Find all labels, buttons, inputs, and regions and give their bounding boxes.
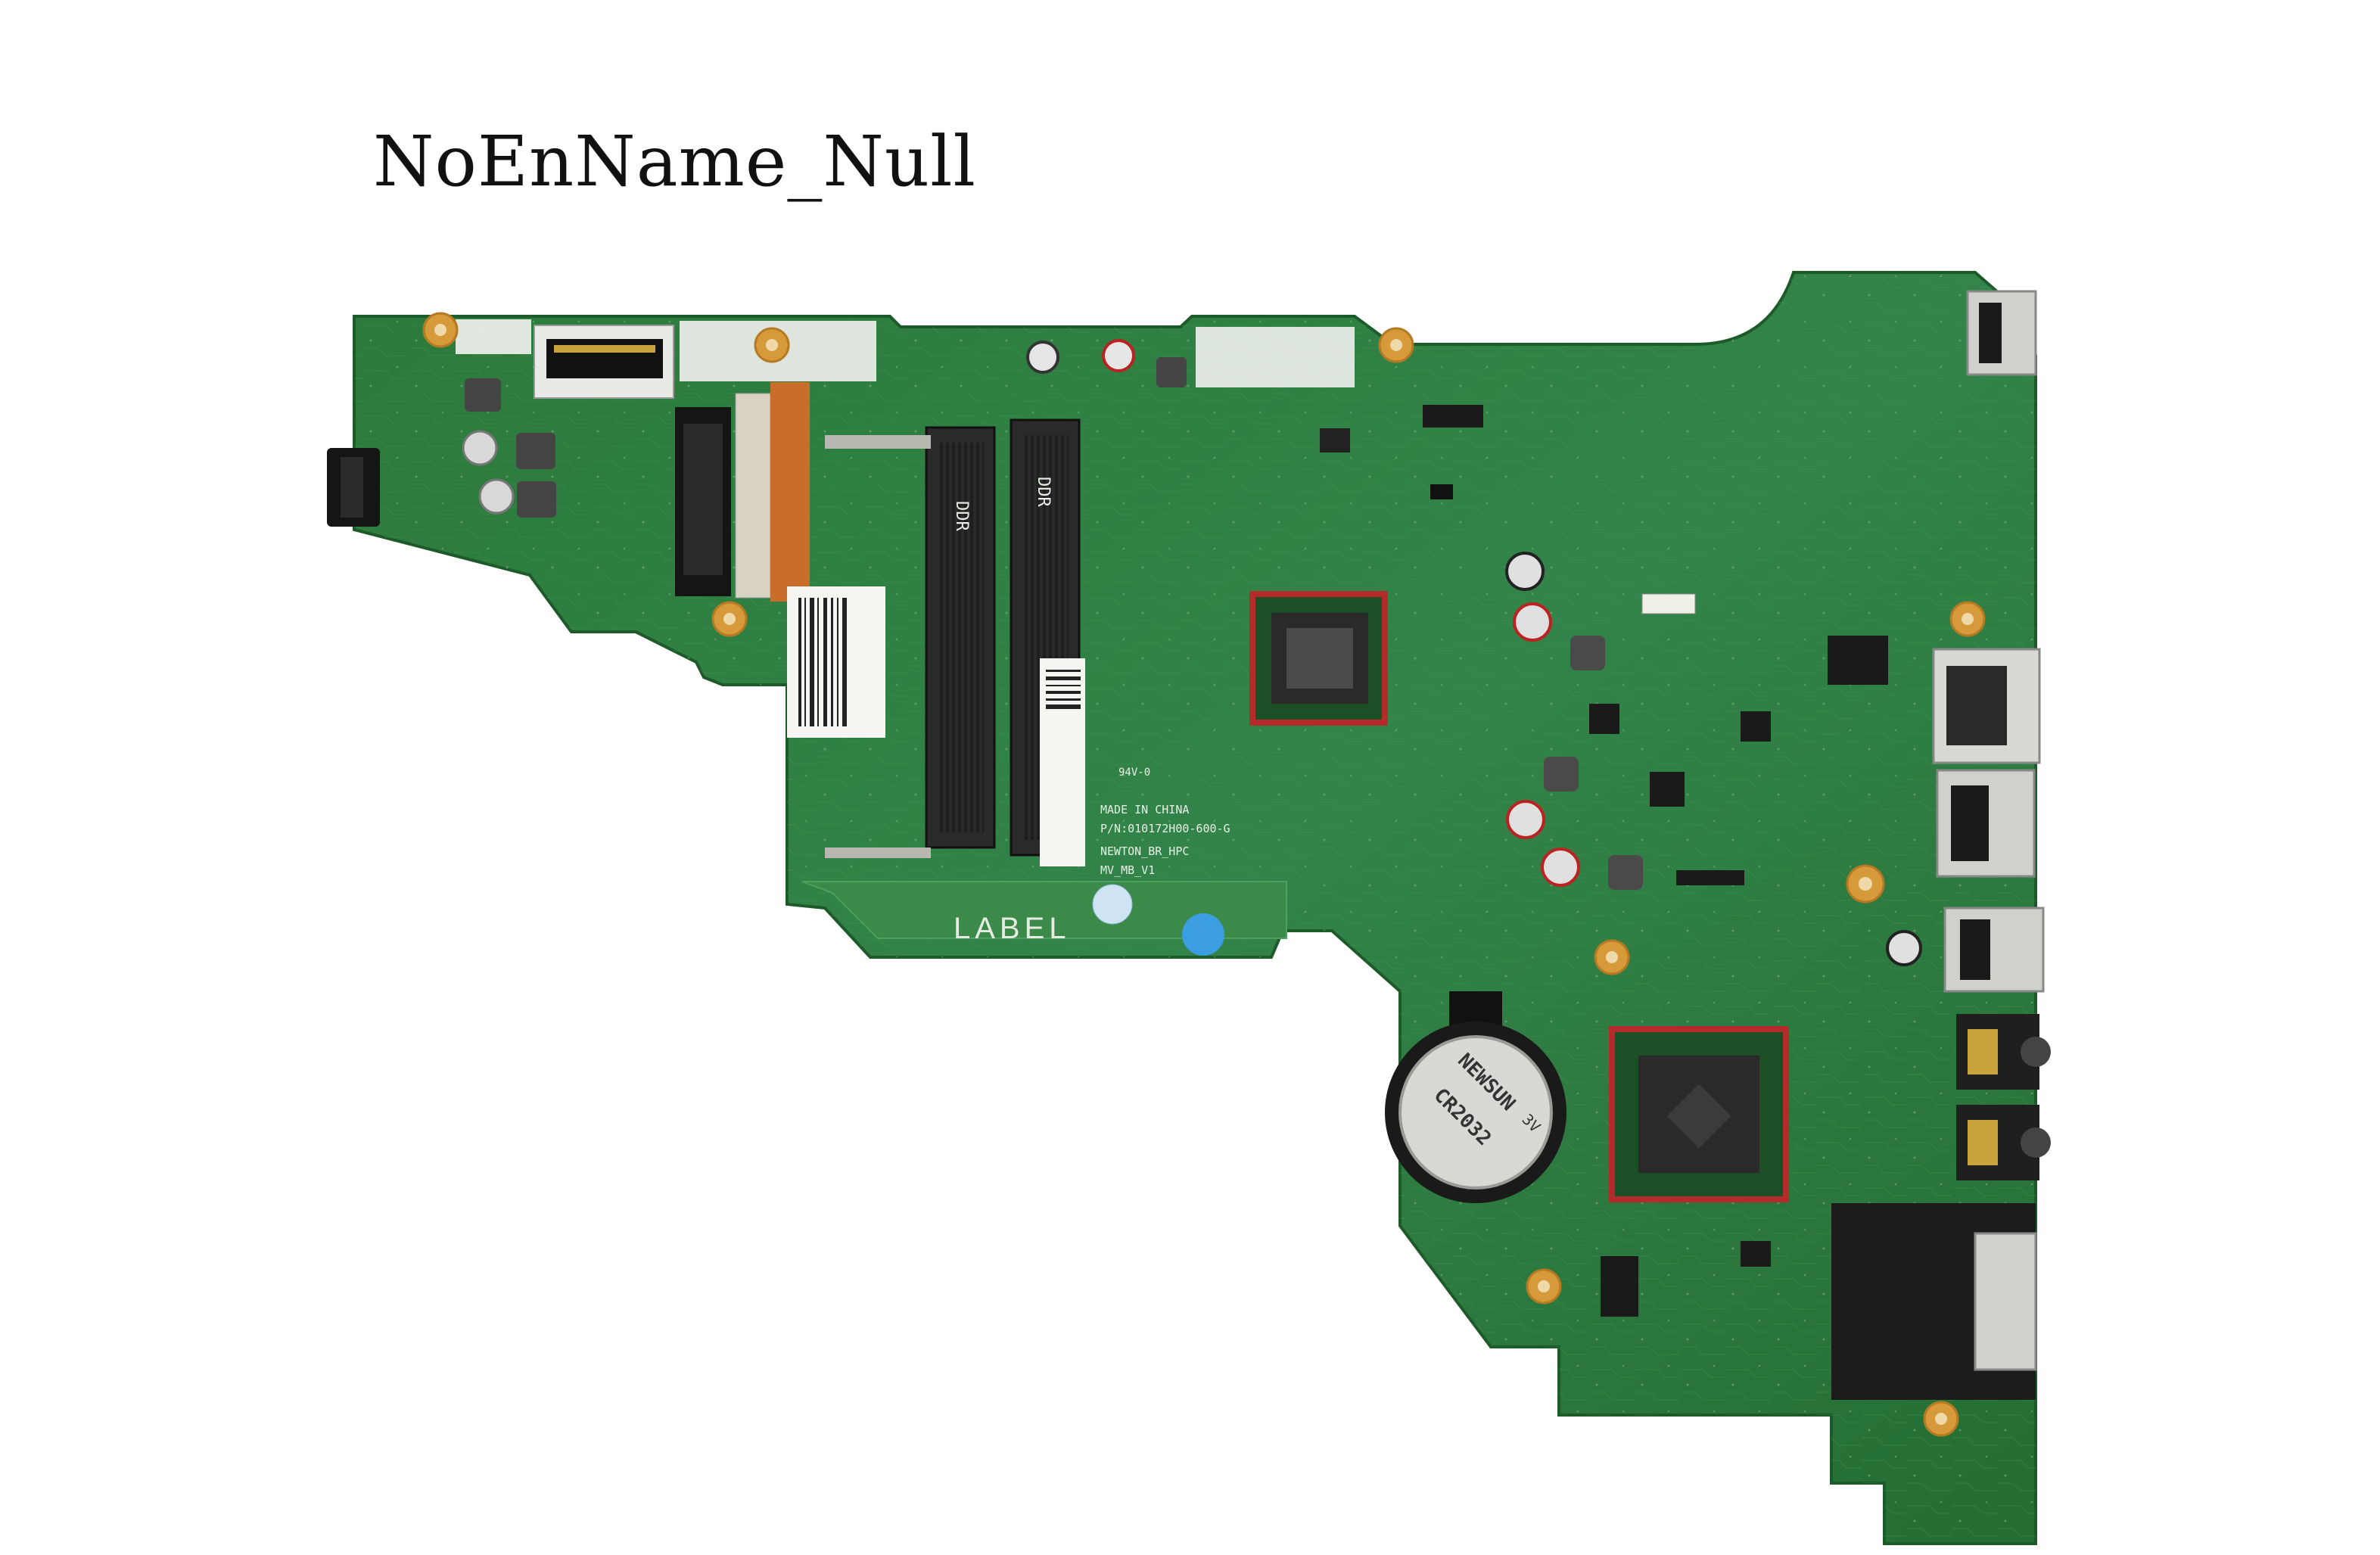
coin-cell-battery: NEWSUN CR2032 3V xyxy=(1385,991,1566,1203)
capacitors xyxy=(1505,552,1922,966)
mini-card-slot xyxy=(675,393,771,599)
hdmi-port xyxy=(1936,769,2036,878)
dc-jack-connector xyxy=(327,448,380,527)
dimm-label-2: DDR xyxy=(1034,477,1053,507)
chipset-chip xyxy=(1609,1026,1789,1202)
watermark-text: NoEnName_Null xyxy=(373,121,976,202)
battery-connector xyxy=(534,325,674,399)
label-text: LABEL xyxy=(954,912,1071,945)
dimm-label-1: DDR xyxy=(952,501,971,531)
round-sticker-white xyxy=(1092,884,1133,925)
ul-mark-text: 94V-0 xyxy=(1118,767,1150,779)
board-name-text: NEWTON_BR_HPC xyxy=(1100,844,1189,858)
round-sticker-blue xyxy=(1182,913,1224,956)
dimm-slot-2 xyxy=(1010,418,1085,866)
header-connector-2 xyxy=(1641,593,1696,614)
revision-text: MV_MB_V1 xyxy=(1100,863,1155,877)
barcode-sticker xyxy=(787,586,885,738)
dimm-slot-1 xyxy=(825,426,996,858)
label-zone xyxy=(801,881,1287,939)
usb-port xyxy=(1943,907,2045,993)
fan-connector xyxy=(1430,484,1453,499)
sd-card-slot xyxy=(1831,1203,2037,1400)
made-in-text: MADE IN CHINA xyxy=(1100,803,1189,816)
misc-ics xyxy=(1423,405,1888,1317)
cpu-chip xyxy=(1249,591,1388,726)
ethernet-port xyxy=(1932,648,2041,764)
power-components xyxy=(462,339,1350,518)
top-right-connector xyxy=(1966,290,2037,376)
serial-sticker-orange xyxy=(770,382,810,602)
audio-jack-2 xyxy=(1956,1105,2051,1180)
part-number-text: P/N:010172H00-600-G xyxy=(1100,822,1230,835)
audio-jack-1 xyxy=(1956,1014,2051,1090)
